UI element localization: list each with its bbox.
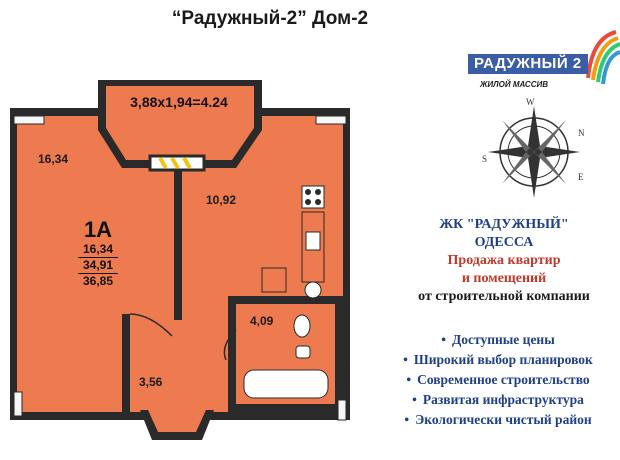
- feature-item: Широкий выбор планировок: [380, 350, 616, 370]
- sales-info: ЖК "РАДУЖНЫЙ" ОДЕССА Продажа квартир и п…: [388, 216, 620, 306]
- basin-icon: [295, 345, 311, 359]
- door-arc-living: [129, 313, 173, 337]
- feature-item: Современное строительство: [380, 370, 616, 390]
- complex-name: ЖК "РАДУЖНЫЙ": [439, 217, 569, 232]
- flat-type: 1A: [83, 217, 113, 242]
- feature-item: Доступные цены: [380, 330, 616, 350]
- hall-area: 3,56: [139, 375, 163, 389]
- water-heater-icon: [304, 281, 322, 299]
- bathroom-area: 4,09: [250, 314, 274, 328]
- feature-item: Экологически чистый район: [380, 410, 616, 430]
- feature-list: Доступные цены Широкий выбор планировок …: [380, 330, 616, 430]
- balcony-floor: [106, 86, 254, 160]
- balcony-area: 3,88x1,94=4.24: [130, 94, 228, 110]
- flat-area-living: 16,34: [82, 242, 114, 256]
- logo-subtitle: ЖИЛОЙ МАССИВ: [480, 80, 548, 89]
- window-right-top: [315, 115, 347, 125]
- logo-name: РАДУЖНЫЙ 2: [468, 54, 588, 74]
- compass-label-s: S: [482, 154, 487, 164]
- balcony-window-stripes: [158, 156, 192, 170]
- rainbow-icon: [586, 30, 620, 85]
- window-left-bottom: [13, 391, 23, 417]
- entrance-floor: [148, 410, 206, 432]
- sale-line-1: Продажа квартир: [447, 253, 561, 268]
- compass-label-n: N: [578, 128, 585, 138]
- partition-wall: [174, 170, 182, 320]
- developer-line: от строительной компании: [418, 289, 590, 304]
- sink-icon: [305, 231, 321, 251]
- toilet-icon: [293, 314, 311, 338]
- brand-logo: РАДУЖНЫЙ 2 ЖИЛОЙ МАССИВ: [460, 28, 620, 98]
- hall-wall-left: [122, 314, 130, 412]
- page-title: “Радужный-2” Дом-2: [171, 8, 369, 29]
- bathtub-icon: [243, 369, 329, 399]
- flat-area-useful: 34,91: [78, 257, 118, 274]
- window-left-top: [13, 115, 45, 125]
- stove-icon: [301, 185, 325, 209]
- compass-label-e: E: [578, 172, 584, 182]
- sale-line-2: и помещений: [461, 271, 547, 286]
- floor-plan: [10, 80, 350, 440]
- compass-rose-icon: W N E S: [482, 97, 585, 198]
- living-room-area: 16,34: [38, 152, 69, 166]
- kitchen-cabinet: [261, 267, 287, 293]
- door-arc-bathroom: [223, 329, 237, 361]
- window-right-bottom: [337, 399, 347, 421]
- kitchen-area: 10,92: [206, 193, 237, 207]
- city-name: ОДЕССА: [474, 235, 534, 250]
- compass-label-w: W: [526, 97, 535, 107]
- feature-item: Развитая инфраструктура: [380, 390, 616, 410]
- flat-summary: 1A 16,34 34,91 36,85: [78, 218, 118, 289]
- flat-area-total: 36,85: [82, 274, 114, 288]
